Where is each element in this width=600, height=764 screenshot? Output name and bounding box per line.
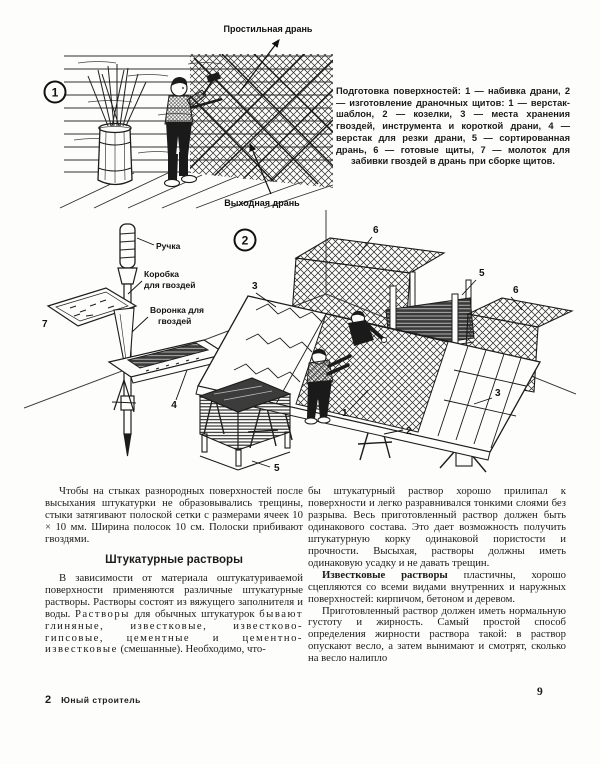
paragraph-mortar-types: В зависимости от материала оштукатуривае… (45, 571, 303, 657)
arrow-to-top-label (237, 39, 280, 95)
lath-basket (87, 64, 147, 186)
arrow-to-bottom-label (249, 142, 272, 195)
figure-1-number: 1 (43, 80, 67, 104)
figure-2-workshop-illustration: Ручка Коробка для гвоздей Воронка для гв… (24, 210, 576, 474)
lath-lattice (190, 54, 333, 188)
boy-figure (163, 71, 223, 188)
page-number: 9 (537, 686, 543, 698)
label-6-right: 6 (513, 285, 519, 296)
label-5-rack: 5 (479, 268, 485, 279)
paragraph-mortar-quality: бы штукатурный раствор хорошо прилипал к… (308, 485, 566, 569)
label-vykhodnaya-dran: Выходная дрань (224, 198, 300, 208)
figure-2-part-labels: 3 6 5 6 1 2 3 5 (251, 225, 523, 474)
emphasized-text: бывают глиняные, известковые, известково… (45, 607, 303, 656)
paragraph-density-test: Приготовленный раствор должен иметь норм… (308, 604, 566, 665)
figure-1-lath-nailing-illustration: 1 Простильная дрань Выходная дрань (43, 24, 334, 209)
storage-compartments-left (233, 303, 327, 405)
hammer-icon (202, 71, 221, 96)
tool-callouts: Ручка Коробка для гвоздей Воронка для гв… (42, 237, 204, 333)
paragraph-text: В зависимости от материала оштукатуривае… (45, 571, 303, 620)
emphasized-text: Растворы (74, 607, 130, 620)
callout-funnel-line2: гвоздей (158, 316, 191, 326)
overalls (166, 122, 192, 156)
figure-caption: Подготовка поверхностей: 1 — набивка дра… (336, 86, 570, 167)
paragraph-lime-mortars: Известковые растворы пластичны, хорошо с… (308, 568, 566, 606)
label-5-pile: 5 (274, 463, 280, 474)
sorted-lath-pile (198, 377, 292, 471)
label-3-left: 3 (252, 281, 258, 292)
figure-1-numeral: 1 (52, 86, 59, 100)
figure-2-number: 2 (233, 228, 257, 252)
figure-2-numeral: 2 (242, 234, 249, 248)
label-3-right: 3 (495, 388, 501, 399)
lead-phrase: Известковые растворы (322, 568, 448, 581)
hair (171, 77, 188, 86)
shoe (180, 174, 198, 184)
label-7: 7 (42, 319, 48, 330)
text-column-left: Чтобы на стыках разнородных поверхностей… (45, 485, 303, 657)
label-prostilnaya-dran: Простильная дрань (224, 24, 313, 34)
shoe (163, 178, 181, 188)
callout-nailbox-line2: для гвоздей (144, 280, 195, 290)
shield-on-bench (295, 313, 449, 433)
nail-hammer-tool (46, 223, 138, 457)
arm (186, 89, 207, 108)
nail-box-tray (46, 287, 138, 327)
signature-number: 2 (45, 694, 52, 706)
paragraph-mesh: Чтобы на стыках разнородных поверхностей… (45, 485, 303, 545)
lath-strip (189, 97, 223, 110)
label-1: 1 (342, 408, 348, 419)
label-6-left: 6 (373, 225, 379, 236)
paragraph-text: (смешанные). Необходимо, что- (117, 643, 266, 656)
label-2: 2 (406, 426, 412, 437)
label-4: 4 (171, 400, 177, 411)
book-title: Юный строитель (61, 695, 141, 705)
paragraph-text: для обычных штукатурок (129, 607, 260, 620)
callout-funnel-line1: Воронка для (150, 305, 204, 315)
lath-cutting-bench (107, 339, 229, 413)
paragraph-text: пластичны, хорошо сцепляются со всеми ви… (308, 568, 566, 605)
callout-handle: Ручка (156, 241, 181, 251)
footer: 2 Юный строитель (45, 690, 141, 708)
section-heading: Штукатурные растворы (105, 553, 243, 566)
checkered-shirt (164, 95, 194, 125)
boy-figure-back (348, 310, 387, 346)
callout-nailbox-line1: Коробка (144, 269, 179, 279)
text-column-right: бы штукатурный раствор хорошо прилипал к… (308, 485, 566, 665)
boy-figure-front (304, 348, 352, 425)
storage-compartments-right (437, 345, 527, 449)
nail-funnel (113, 307, 135, 363)
